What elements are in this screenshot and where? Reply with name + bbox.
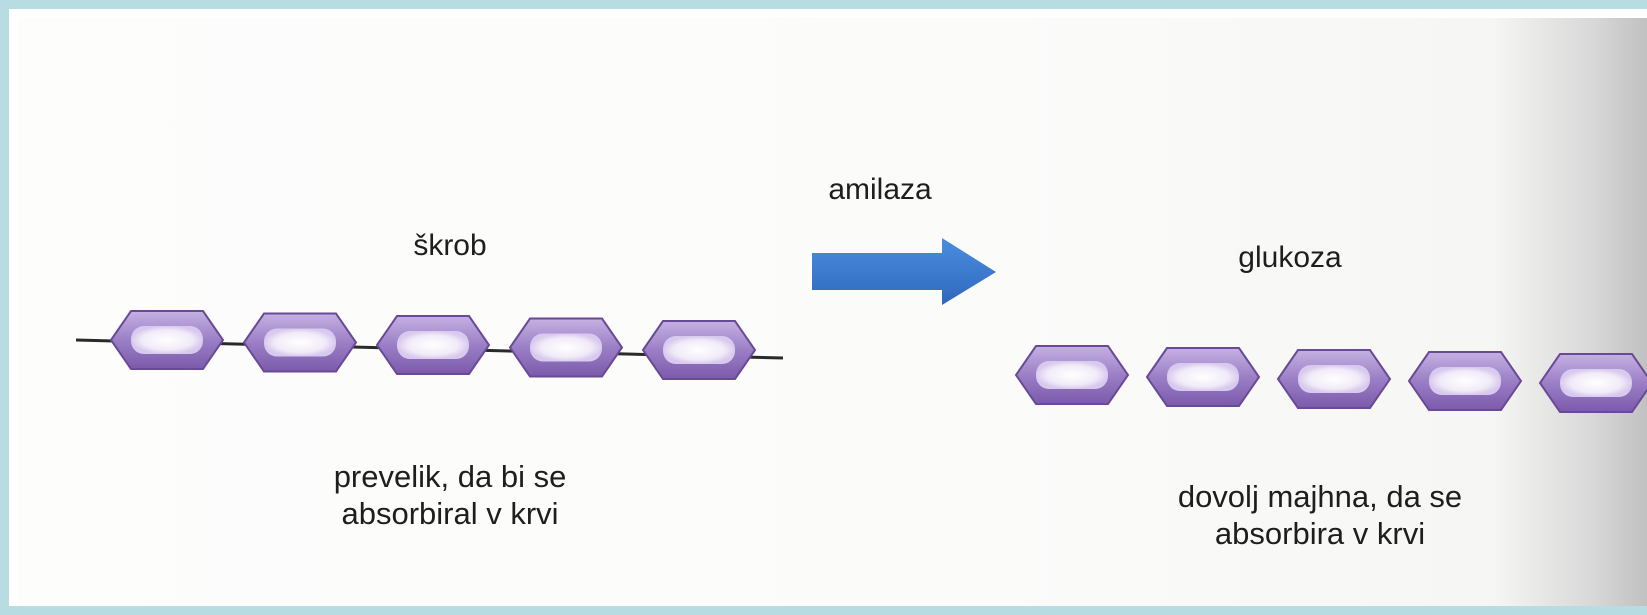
starch-caption-line1: prevelik, da bi se	[333, 459, 567, 494]
glucose-caption-line2: absorbira v krvi	[1214, 516, 1426, 552]
starch-glucose-unit	[375, 315, 491, 375]
starch-caption: prevelik, da bi se absorbiral v krvi	[240, 458, 660, 532]
glucose-units	[1014, 345, 1647, 413]
glucose-caption-line1: dovolj majhna, da se	[1177, 479, 1463, 514]
starch-chain	[75, 310, 784, 380]
free-glucose-unit	[1145, 347, 1261, 407]
starch-title: škrob	[413, 229, 487, 262]
glucose-caption: dovolj majhna, da se absorbira v krvi	[1100, 478, 1540, 552]
enzyme-label: amilaza	[828, 173, 932, 206]
free-glucose-unit	[1276, 349, 1392, 409]
starch-glucose-unit	[641, 320, 757, 380]
starch-caption-line2: absorbiral v krvi	[341, 496, 559, 532]
paper-background	[18, 18, 1647, 606]
starch-glucose-unit	[508, 317, 624, 378]
starch-glucose-unit	[242, 312, 358, 373]
free-glucose-unit	[1014, 345, 1130, 405]
glucose-title: glukoza	[1238, 241, 1342, 274]
starch-glucose-unit	[109, 310, 225, 370]
free-glucose-unit	[1407, 351, 1523, 411]
reaction-arrow	[812, 238, 996, 305]
free-glucose-unit	[1538, 353, 1647, 413]
